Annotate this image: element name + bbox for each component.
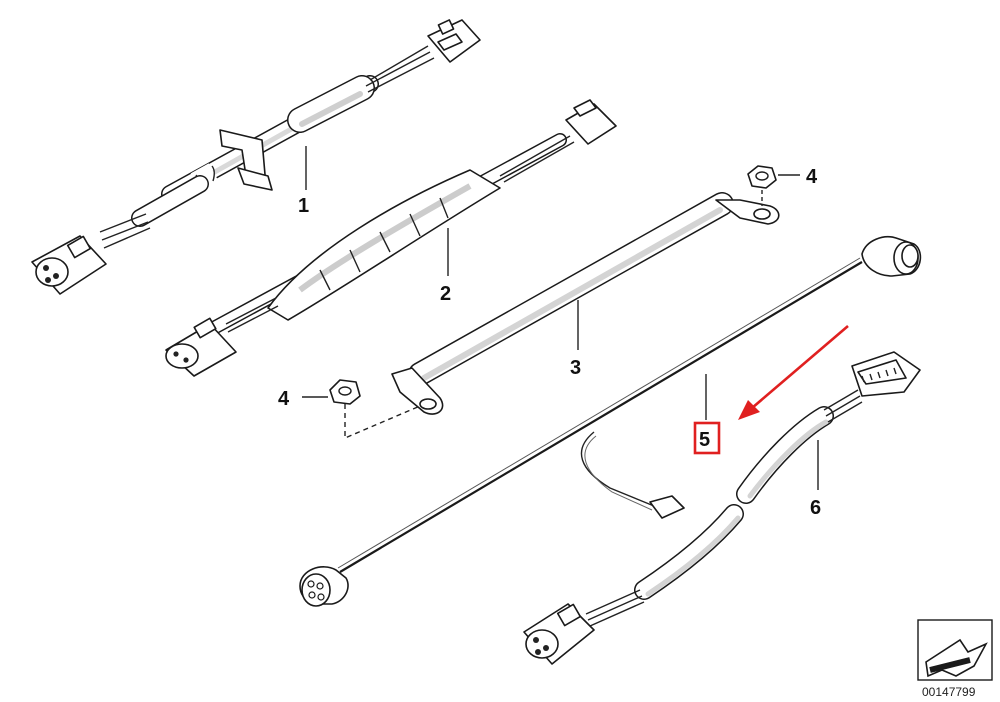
callout-6: 6 (810, 497, 821, 519)
highlight-box-5 (693, 421, 721, 455)
callout-3: 3 (570, 357, 581, 379)
ground-strap-part-3[interactable] (391, 192, 780, 415)
adapter-lead-part-6[interactable] (523, 351, 921, 665)
red-arrow-indicator (738, 325, 849, 420)
harness-part-2[interactable] (165, 99, 617, 377)
orientation-stamp (917, 619, 993, 681)
hex-nut-top[interactable] (747, 165, 777, 189)
hex-nut-left[interactable] (329, 379, 361, 405)
callout-4-left: 4 (278, 388, 290, 410)
document-number: 00147799 (922, 685, 976, 699)
leader-dashed-4-left (344, 404, 421, 440)
callout-1: 1 (298, 195, 309, 217)
harness-part-1[interactable] (31, 19, 481, 295)
callout-4-top: 4 (806, 166, 818, 188)
sensor-cable-part-5[interactable] (299, 236, 922, 607)
callout-2: 2 (440, 283, 451, 305)
callout-5: 5 (699, 429, 710, 451)
